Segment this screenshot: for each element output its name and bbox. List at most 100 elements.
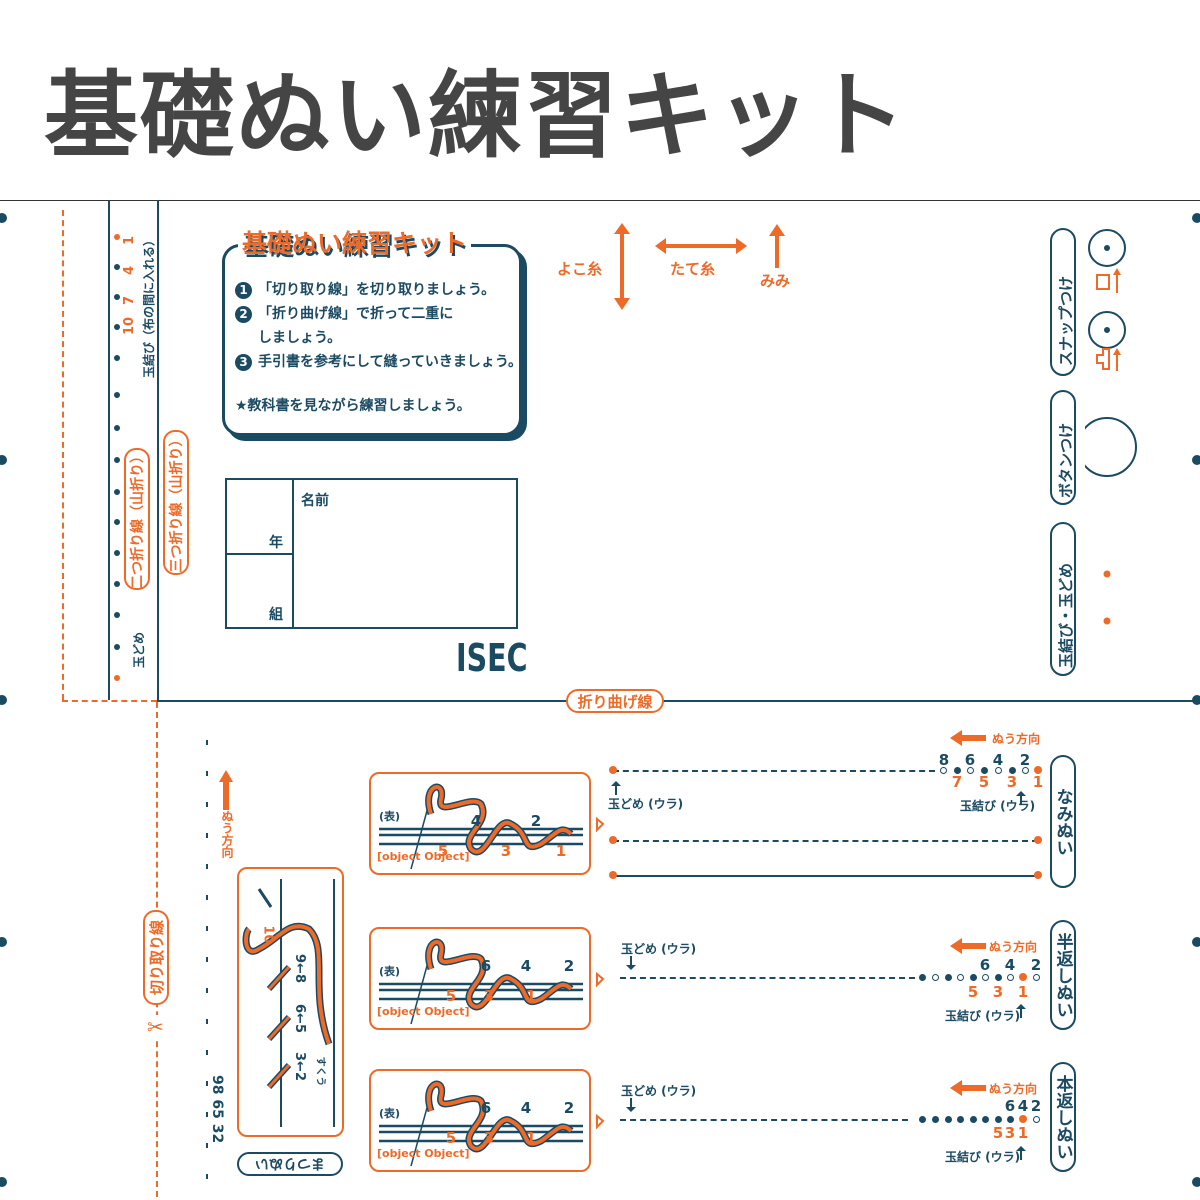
blind-side-numbers: 98 65 32	[209, 1075, 225, 1144]
stitch-point	[994, 973, 1002, 981]
fold-line	[157, 700, 1200, 702]
stitch-number: 6	[964, 751, 976, 769]
stitch-number: 10	[122, 316, 137, 335]
stitch-point	[114, 519, 120, 525]
name-label: 名前	[301, 493, 329, 509]
front-label: (表)	[379, 1107, 401, 1120]
snap-male-icon	[1096, 274, 1110, 290]
stitch-point	[980, 766, 988, 774]
stitch-point	[206, 1081, 208, 1086]
stitch-number: 1	[525, 1129, 537, 1147]
running-stitch-line	[613, 770, 935, 772]
stitch-point	[953, 766, 961, 774]
end-knot-label: 玉どめ (ウラ)	[621, 942, 697, 956]
start-knot-label: 玉結び (ウラ)	[960, 799, 1036, 813]
stitch-number: 4	[520, 1099, 532, 1117]
direction-arrow-icon	[950, 1080, 986, 1100]
stitch-point	[918, 1115, 926, 1123]
third-fold-line	[157, 200, 159, 700]
stitch-point	[114, 550, 120, 556]
half-fold-label: 二つ折り線（山折り）	[124, 448, 150, 590]
running-stitch-line	[613, 840, 1038, 842]
start-knot-label: 玉結び (ウラ)	[945, 1150, 1021, 1164]
stitch-point	[114, 675, 120, 681]
stitch-number: 6←5	[291, 1004, 307, 1033]
running-stitch-label: なみぬい	[1050, 755, 1076, 888]
arrow-icon	[1015, 1145, 1027, 1164]
stitch-point	[114, 324, 120, 330]
name-box: 名前 年 組	[225, 478, 518, 629]
stitch-number: 4	[122, 265, 137, 275]
stitch-point	[1032, 973, 1040, 981]
stitch-number: 1	[525, 987, 537, 1005]
button-label: ボタンつけ	[1050, 390, 1076, 505]
blind-stitch-diagram: 10 9←8 6←5 3←2 すくう	[237, 867, 344, 1137]
stitch-number: 3	[483, 987, 495, 1005]
end-knot-label: 玉どめ (ウラ)	[608, 797, 684, 811]
stitch-point	[994, 766, 1002, 774]
step-text: 手引書を参考にして縫っていきましょう。	[258, 354, 523, 370]
direction-label: ぬう方向	[989, 1082, 1038, 1096]
stitch-point	[994, 1115, 1002, 1123]
instructions-box: 1「切り取り線」を切り取りましょう。 2「折り曲げ線」で折って二重に しましょう…	[222, 244, 522, 436]
stitch-number: 3	[483, 1129, 495, 1147]
snap-button-marks	[1085, 229, 1137, 625]
button-circle	[1085, 417, 1137, 477]
stitch-point	[931, 1115, 939, 1123]
stitch-point	[206, 1143, 208, 1148]
stitch-point	[206, 1019, 208, 1024]
half-fold-line	[108, 200, 110, 700]
weft-label: よこ糸	[557, 260, 603, 278]
stitch-point	[939, 766, 947, 774]
end-point	[1034, 871, 1042, 879]
scoop-label: すくう	[314, 1056, 326, 1087]
knot-dot	[1103, 570, 1111, 578]
stitch-point	[966, 766, 974, 774]
stitch-number: 8	[938, 751, 950, 769]
stitch-point	[206, 864, 208, 869]
stitch-number: 5	[445, 1129, 457, 1147]
stitch-number: 1	[122, 235, 137, 245]
scissors-icon: ✂	[147, 1015, 164, 1039]
top-border	[0, 200, 1200, 201]
stitch-number: 6	[480, 1099, 492, 1117]
stitch-point	[981, 1115, 989, 1123]
stitch-number: 3←2	[291, 1052, 307, 1081]
stitch-point	[114, 355, 120, 361]
stitch-number: 1	[1017, 1124, 1029, 1142]
stitch-number: 2	[563, 1099, 575, 1117]
stitch-point	[114, 294, 120, 300]
stitch-point	[114, 489, 120, 495]
stitch-number: 1	[1032, 773, 1044, 791]
cut-line-left	[62, 210, 64, 700]
stitch-number: 5	[437, 842, 449, 860]
punch-hole	[0, 1177, 7, 1187]
stitch-number: 2	[563, 957, 575, 975]
snap-female-icon	[1096, 348, 1110, 370]
logo: ISEC	[456, 636, 528, 680]
stitch-point	[1032, 1115, 1040, 1123]
selvage-label: みみ	[760, 272, 791, 290]
stitch-point	[1019, 1115, 1027, 1123]
stitch-number: 2	[1030, 1097, 1042, 1115]
step-number: 1	[235, 282, 252, 299]
stitch-number: 5	[967, 983, 979, 1001]
stitch-number: 6	[979, 956, 991, 974]
punch-hole	[0, 213, 7, 223]
direction-arrow-icon	[950, 730, 986, 750]
direction-arrow-icon	[950, 938, 986, 958]
end-point	[1034, 836, 1042, 844]
stitch-number: 5	[445, 987, 457, 1005]
end-point	[609, 766, 617, 774]
step-text: 「切り取り線」を切り取りましょう。	[258, 282, 496, 298]
back-stitch-line	[620, 1119, 908, 1121]
blind-stitch-label: まつりぬい	[237, 1152, 343, 1176]
knot-dot	[1103, 617, 1111, 625]
stitch-point	[206, 895, 208, 900]
stitch-point	[114, 234, 120, 240]
running-stitch-line	[613, 875, 1038, 877]
instructions-title: 基礎ぬい練習キット	[238, 224, 472, 260]
punch-hole	[1192, 455, 1200, 465]
